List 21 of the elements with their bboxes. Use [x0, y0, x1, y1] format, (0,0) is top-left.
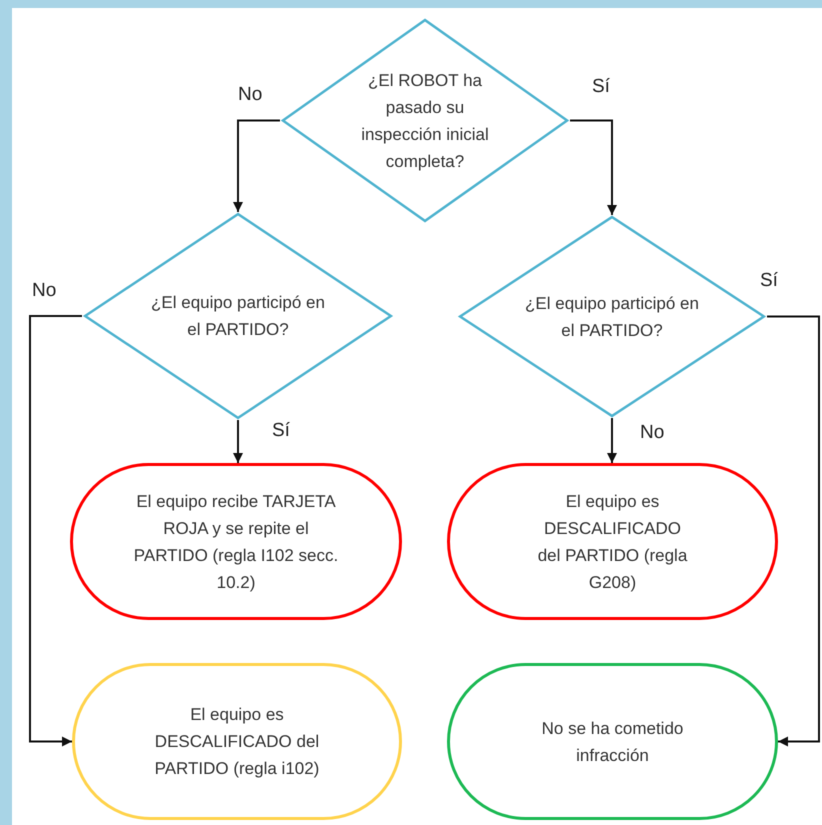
edge-label: No	[32, 280, 56, 302]
decision-diamond	[82, 212, 394, 420]
arrow	[607, 418, 617, 463]
arrow	[233, 420, 243, 463]
outcome-text: El equipo es DESCALIFICADO del PARTIDO (regla i102)	[154, 704, 320, 780]
question-text: ¿El ROBOT ha pasado su inspección inicial completa?	[360, 70, 490, 172]
outcome-text: No se ha cometido infracción	[540, 718, 684, 766]
arrow	[570, 120, 617, 215]
arrow	[29, 315, 82, 746]
edge-label: Sí	[760, 270, 778, 292]
edge-label: No	[238, 84, 262, 106]
decision-diamond	[280, 18, 570, 223]
outcome-text: El equipo es DESCALIFICADO del PARTIDO (regla G208)	[536, 490, 688, 594]
edge-label: No	[640, 422, 664, 444]
edge-label: Sí	[272, 420, 290, 442]
question-text: ¿El equipo participó en el PARTIDO?	[150, 292, 326, 341]
arrow	[767, 316, 820, 746]
arrow	[233, 120, 280, 212]
question-text: ¿El equipo participó en el PARTIDO?	[524, 292, 700, 342]
edge-label: Sí	[592, 76, 610, 98]
outcome-text: El equipo recibe TARJETA ROJA y se repite el PARTIDO (regla I102 secc. 10.2)	[132, 490, 340, 594]
